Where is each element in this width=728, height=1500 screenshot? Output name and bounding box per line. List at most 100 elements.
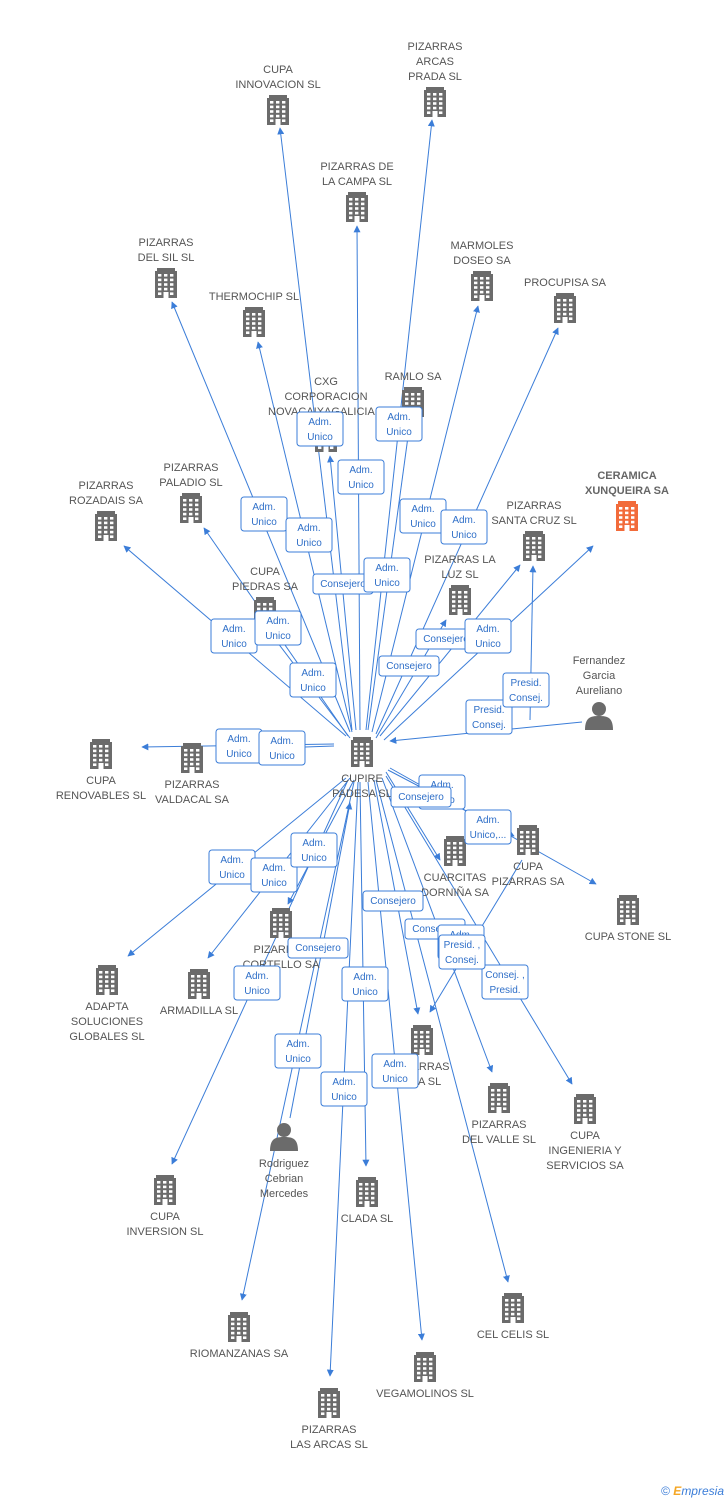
edge-label-cupire-to-santa_cruz[interactable]: Consejero [378, 655, 440, 677]
edge-label-cupire-to-las_arcas[interactable]: Adm.Unico [320, 1071, 368, 1107]
edge-label-cupire-to-thermochip[interactable]: Adm.Unico [285, 517, 333, 553]
edge-label-cupire-to-la_campa[interactable]: Adm.Unico [337, 459, 385, 495]
edge-label-text: Presid. [489, 985, 520, 996]
node-riomanzanas[interactable]: RIOMANZANAS SA [190, 1312, 289, 1360]
edge-label-cupire-to-ramlo[interactable]: Adm.Unico [363, 557, 411, 593]
edge-label-cupire-to-paladio[interactable]: Adm.Unico [254, 610, 302, 646]
node-label: Rodriguez [259, 1158, 309, 1170]
edge-label-text: Adm. [452, 515, 475, 526]
node-label: PIEDRAS SA [232, 581, 299, 593]
edge-label-cupire-to-vegamolinos[interactable]: Adm.Unico [371, 1053, 419, 1089]
edge-label-cupire-to-inversion[interactable]: Adm.Unico [233, 965, 281, 1001]
edge-label-cupire-to-del_sil[interactable]: Adm.Unico [240, 496, 288, 532]
edge-label-cupire-to-procupisa[interactable]: Adm.Unico [440, 509, 488, 545]
node-label: LAS ARCAS SL [290, 1439, 368, 1451]
node-cel_celis[interactable]: CEL CELIS SL [477, 1293, 549, 1341]
edge-label-cupire-to-cxg[interactable]: Consejero [312, 573, 374, 595]
building-icon [617, 895, 639, 925]
node-label: PALADIO SL [159, 477, 222, 489]
edge-label-cupire-to-innovacion[interactable]: Adm.Unico [296, 411, 344, 447]
edge-label-cupire-to-cortello[interactable]: Adm.Unico [290, 832, 338, 868]
edge-label-cupire-to-cupa_pizarras[interactable]: Adm.Unico,... [464, 809, 512, 845]
node-armadilla[interactable]: ARMADILLA SL [160, 969, 238, 1017]
edge-label-cupire-to-arcas_prada[interactable]: Adm. Unico [375, 406, 423, 442]
edge-label-cupa_pizarras-to-pizarras_eda[interactable]: Presid. ,Consej. [438, 934, 486, 970]
edge-label-text: Unico [382, 1074, 408, 1085]
edge-label-cupire-to-ingenieria[interactable]: Consej. ,Presid. [481, 964, 529, 1000]
edge-label-cupire-to-piedras[interactable]: Adm.Unico [289, 662, 337, 698]
edge-label-text: Unico [261, 878, 287, 889]
footer-brand[interactable]: © Empresia [661, 1484, 724, 1498]
edge-label-text: Unico [348, 480, 374, 491]
building-icon [616, 501, 638, 531]
node-label: LA CAMPA SL [322, 176, 392, 188]
node-label: PRADA SL [408, 71, 462, 83]
edge-label-text: Adm. [387, 412, 410, 423]
node-label: CUARCITAS [424, 872, 487, 884]
node-label: PROCUPISA SA [524, 277, 607, 289]
edge-label-text: Unico [386, 427, 412, 438]
building-icon [356, 1177, 378, 1207]
node-label: ROZADAIS SA [69, 495, 144, 507]
edge-label-cupire-to-adapta[interactable]: Adm.Unico [208, 849, 256, 885]
edge-label-cupire-to-renovables[interactable]: Adm.Unico [215, 728, 263, 764]
edge-label-cupire-to-cel_celis[interactable]: Consejero [362, 890, 424, 912]
edge-label-text: Adm. [227, 734, 250, 745]
edge-label-text: Adm. [220, 855, 243, 866]
edge-label-cupire-to-rozadais[interactable]: Adm.Unico [210, 618, 258, 654]
edge-cupire-to-cel_celis [375, 779, 510, 1283]
building-icon [155, 268, 177, 298]
edge-label-rodriguez-to-cupire[interactable]: Consejero [287, 937, 349, 959]
edge-label-cupire-to-ceramica[interactable]: Adm.Unico [464, 618, 512, 654]
node-vegamolinos[interactable]: VEGAMOLINOS SL [376, 1352, 474, 1400]
edge-label-fernandez-to-cupire[interactable]: Presid.Consej. [465, 699, 513, 735]
brand-logo: Empresia [673, 1484, 724, 1498]
node-label: CUPA [250, 566, 280, 578]
edge-label-cupire-to-marmoles[interactable]: Adm.Unico [399, 498, 447, 534]
edge-label-cupire-to-clada[interactable]: Adm.Unico [341, 966, 389, 1002]
edge-label-cupire-to-riomanzanas[interactable]: Adm.Unico [274, 1033, 322, 1069]
node-thermochip[interactable]: THERMOCHIP SL [209, 291, 299, 337]
node-cupa_stone[interactable]: CUPA STONE SL [585, 895, 671, 943]
node-label: VEGAMOLINOS SL [376, 1388, 474, 1400]
edge-label-text: Unico [300, 683, 326, 694]
edge-label-text: Unico,... [470, 830, 507, 841]
node-label: PIZARRAS [138, 237, 193, 249]
edge-label-text: Consejero [412, 924, 458, 935]
edge-label-text: Consejero [370, 896, 416, 907]
edge-label-fernandez-to-santa_cruz[interactable]: Presid.Consej. [502, 672, 550, 708]
person-icon [270, 1123, 298, 1151]
node-clada[interactable]: CLADA SL [341, 1177, 394, 1225]
node-ramlo[interactable]: RAMLO SA [385, 371, 443, 417]
edge-labels-layer: Adm.UnicoAdm.UnicoAdm.UnicoAdm.UnicoAdm.… [208, 406, 550, 1107]
node-label: CUPIRE [341, 773, 383, 785]
building-icon [270, 908, 292, 938]
node-label: CERAMICA [597, 470, 656, 482]
edge-label-cupire-to-valdacal[interactable]: Adm.Unico [258, 730, 306, 766]
edge-label-cupire-to-armadilla[interactable]: Adm.Unico [250, 857, 298, 893]
node-procupisa[interactable]: PROCUPISA SA [524, 277, 607, 323]
edge-label-cupire-to-cuarcitas[interactable]: Consejero [390, 786, 452, 808]
